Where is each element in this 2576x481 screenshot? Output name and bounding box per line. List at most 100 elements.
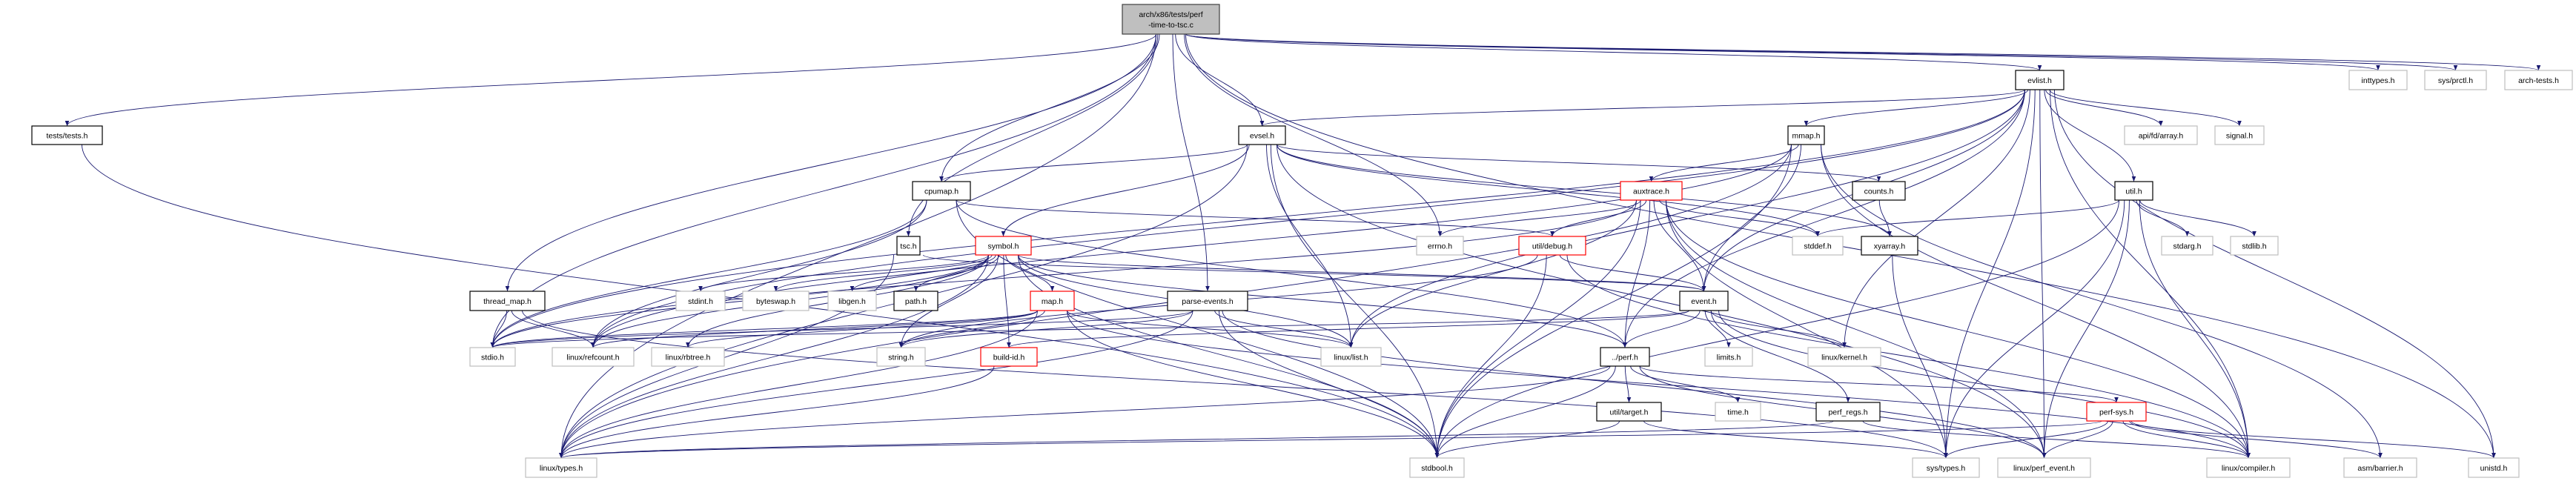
node-cpumap[interactable]: cpumap.h [912,181,971,201]
node-perf-sys[interactable]: perf-sys.h [2086,402,2147,422]
node-debug[interactable]: util/debug.h [1518,236,1586,256]
edge-perf_sys-to-systypes [1944,420,2108,459]
node-box [2343,457,2417,478]
node-symbol[interactable]: symbol.h [975,236,1032,256]
node-build-id[interactable]: build-id.h [980,347,1038,367]
node-llist[interactable]: linux/list.h [1320,347,1382,367]
node-label: tests/tests.h [46,132,87,141]
node-perf[interactable]: ../perf.h [1600,347,1650,367]
node-ltypes[interactable]: linux/types.h [525,457,597,478]
node-errno[interactable]: errno.h [1416,236,1464,256]
edge-mmap-to-compiler [1821,144,2251,459]
edge-thread_map-to-refcount [511,310,595,348]
node-box [1679,291,1729,311]
node-path[interactable]: path.h [893,291,938,311]
node-box [1518,236,1586,256]
edge-auxtrace-to-event [1653,199,1706,292]
node-box [2086,402,2147,422]
edge-parse_events-to-stdio [490,310,1193,348]
node-box [742,291,809,311]
edge-root-to-arch_tests [1185,33,2540,71]
node-arch-tests[interactable]: arch-tests.h [2504,70,2573,90]
node-signal[interactable]: signal.h [2214,125,2265,145]
edge-auxtrace-to-stdbool [1434,199,1641,459]
node-evsel[interactable]: evsel.h [1238,125,1286,145]
node-root[interactable]: arch/x86/tests/perf-time-to-tsc.c [1122,4,1220,35]
node-fdarray[interactable]: api/fd/array.h [2124,125,2198,145]
edge-cpumap-to-stdio [490,199,927,348]
node-systypes[interactable]: sys/types.h [1912,457,1980,478]
edge-map-to-refcount [591,310,1038,348]
node-box [2015,70,2065,90]
node-prctl[interactable]: sys/prctl.h [2424,70,2487,90]
edge-root-to-ltypes [559,33,1156,459]
node-box [1997,457,2091,478]
node-label: stdlib.h [2242,242,2266,251]
node-perf-regs[interactable]: perf_regs.h [1815,402,1881,422]
node-label: path.h [905,297,927,306]
node-compiler[interactable]: linux/compiler.h [2206,457,2291,478]
node-box [975,236,1032,256]
edge-auxtrace-to-perf_event [1666,199,2047,459]
edge-symbol-to-map [1005,254,1055,292]
node-event[interactable]: event.h [1679,291,1729,311]
node-tsc[interactable]: tsc.h [896,236,921,256]
edge-symbol-to-byteswap [773,254,993,292]
node-tests[interactable]: tests/tests.h [31,125,103,145]
node-barrier[interactable]: asm/barrier.h [2343,457,2417,478]
node-box [2504,70,2573,90]
node-label: evlist.h [2027,76,2052,85]
node-label: perf-sys.h [2099,408,2133,417]
node-refcount[interactable]: linux/refcount.h [552,347,635,367]
node-byteswap[interactable]: byteswap.h [742,291,809,311]
node-box [31,125,103,145]
node-xyarray[interactable]: xyarray.h [1861,236,1918,256]
node-label: build-id.h [993,354,1025,362]
node-label: util.h [2125,188,2142,196]
node-label: stdbool.h [1421,464,1453,473]
node-stdlib[interactable]: stdlib.h [2230,236,2279,256]
node-box [1807,347,1881,367]
node-perf-event[interactable]: linux/perf_event.h [1997,457,2091,478]
node-label: linux/types.h [540,464,583,473]
edge-cpumap-to-refcount [591,199,927,348]
node-string[interactable]: string.h [876,347,926,367]
node-box [1596,402,1662,422]
edge-tsc-to-event [923,254,1706,292]
node-evlist[interactable]: evlist.h [2015,70,2065,90]
node-stdbool[interactable]: stdbool.h [1409,457,1465,478]
edge-event-to-stdio [491,310,1689,348]
node-stdint[interactable]: stdint.h [675,291,726,311]
edge-evlist-to-lkernel [1842,89,2030,348]
node-lkernel[interactable]: linux/kernel.h [1807,347,1881,367]
node-stddef[interactable]: stddef.h [1792,236,1844,256]
nodes: arch/x86/tests/perf-time-to-tsc.c tests/t… [31,4,2573,478]
node-time[interactable]: time.h [1715,402,1761,422]
node-libgen[interactable]: libgen.h [827,291,877,311]
node-auxtrace[interactable]: auxtrace.h [1620,181,1683,201]
node-label: thread_map.h [483,297,532,306]
node-stdarg[interactable]: stdarg.h [2161,236,2214,256]
edge-evlist-to-llist [1348,89,2025,348]
edge-evlist-to-compiler [2050,89,2251,459]
node-unistd[interactable]: unistd.h [2468,457,2520,478]
edge-map-to-compiler [1067,310,2251,459]
node-box [980,347,1038,367]
node-map[interactable]: map.h [1030,291,1075,311]
node-rbtree[interactable]: linux/rbtree.h [651,347,725,367]
node-inttypes[interactable]: inttypes.h [2348,70,2408,90]
node-box [912,181,971,201]
node-util[interactable]: util.h [2114,181,2153,201]
node-mmap[interactable]: mmap.h [1787,125,1825,145]
node-box [675,291,726,311]
node-thread-map[interactable]: thread_map.h [469,291,546,311]
edge-symbol-to-event [1018,254,1706,292]
node-stdio[interactable]: stdio.h [469,347,516,367]
node-counts[interactable]: counts.h [1852,181,1906,201]
node-limits[interactable]: limits.h [1704,347,1753,367]
node-parse-events[interactable]: parse-events.h [1167,291,1248,311]
node-box [896,236,921,256]
node-label: -time-to-tsc.c [1148,21,1193,30]
node-target[interactable]: util/target.h [1596,402,1662,422]
edge-perf_sys-to-ltypes [559,420,2102,459]
